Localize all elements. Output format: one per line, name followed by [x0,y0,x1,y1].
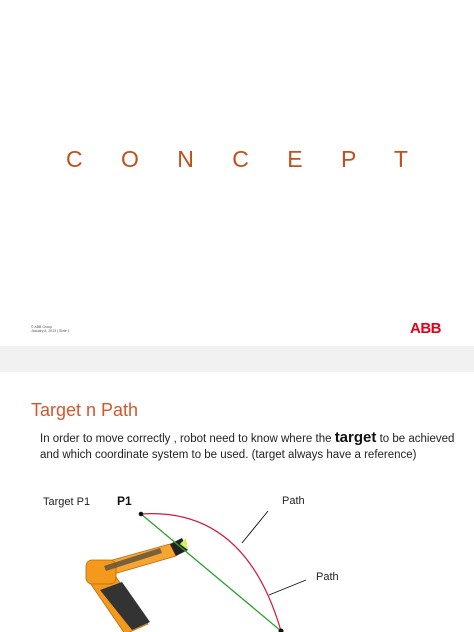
label-path-curve: Path [282,495,305,507]
path-curve-pointer [241,510,269,544]
end-point [278,628,284,632]
robot-arm-illustration [85,538,188,632]
target-point-p1 [138,511,144,517]
slide-footer: © ABB Group January 8, 2013 | Slide 1 [31,325,70,333]
slide-separator [0,346,474,372]
slide-title-target-path: Target n Path [31,400,139,420]
slide-title-concept: C O N C E P T [66,146,424,172]
abb-logo: ABB [410,320,442,337]
footer-date: January 8, 2013 | Slide 1 [31,329,70,333]
concept-slide: C O N C E P T © ABB Group January 8, 201… [31,146,442,337]
target-path-diagram [85,510,307,632]
target-path-slide: Target n Path In order to move correctly… [0,372,474,632]
straight-path-line [140,513,282,632]
label-p1: P1 [117,494,132,508]
body-keyword-target: target [334,429,377,446]
path-line-pointer [268,579,307,596]
slide-body-text: In order to move correctly , robot need … [40,430,460,463]
body-text-part1: In order to move correctly , robot need … [40,433,335,445]
body-text-part2: to be achieved and which coordinate syst… [40,433,455,461]
footer-copyright: © ABB Group [31,325,53,329]
curved-path-line [140,513,282,632]
label-target-p1: Target P1 [43,496,91,508]
label-path-line: Path [316,571,339,583]
